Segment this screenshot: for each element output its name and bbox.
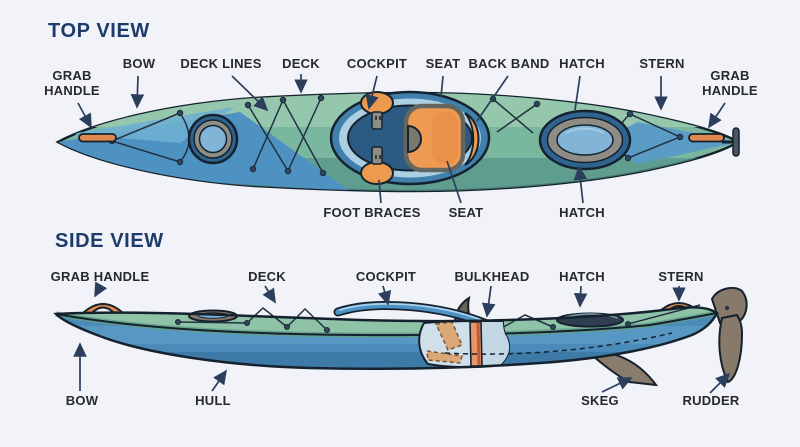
bulkhead bbox=[469, 321, 483, 367]
seat-front-pad bbox=[407, 124, 422, 154]
stern-rudder-pivot bbox=[722, 127, 740, 157]
rear-hatch-top bbox=[538, 109, 632, 171]
kayak-top-view bbox=[55, 90, 741, 193]
arrow-hatch-bottom bbox=[573, 165, 588, 204]
leader-foot-braces bbox=[378, 179, 382, 204]
label-side-hull: HULL bbox=[195, 393, 231, 408]
label-top-seat: SEAT bbox=[425, 56, 461, 71]
seat-side-dashed bbox=[426, 321, 464, 364]
stern-grab-handle-top bbox=[688, 133, 725, 143]
arrow-cockpit-top bbox=[365, 75, 379, 110]
label-side-skeg: SKEG bbox=[581, 393, 619, 408]
side-hull-outline bbox=[53, 306, 719, 371]
bow-grab-handle-top bbox=[78, 133, 117, 143]
top-view-title: TOP VIEW bbox=[48, 20, 150, 42]
arrow-hull bbox=[211, 369, 227, 392]
label-top-bow: BOW bbox=[122, 56, 156, 71]
back-band bbox=[464, 112, 480, 166]
leader-arrows bbox=[73, 74, 731, 394]
label-side-hatch: HATCH bbox=[559, 269, 605, 284]
label-side-bulkhead: BULKHEAD bbox=[454, 269, 530, 284]
side-view-title: SIDE VIEW bbox=[55, 230, 164, 252]
hull-waterline-dashed bbox=[444, 332, 673, 355]
arrow-deck-side bbox=[262, 285, 276, 304]
label-side-deck: DECK bbox=[248, 269, 286, 284]
seat-top bbox=[403, 103, 466, 173]
leader-seat-bottom bbox=[446, 160, 462, 204]
arrow-grab-handle-right-top bbox=[708, 102, 726, 129]
arrow-hatch-side bbox=[573, 285, 588, 308]
label-top-hatch-bottom: HATCH bbox=[559, 205, 605, 220]
kayak-side-view bbox=[53, 286, 748, 387]
cockpit-coaming-side bbox=[333, 301, 492, 329]
label-top-grab-handle-right: GRAB HANDLE bbox=[702, 68, 758, 98]
side-deck-fittings bbox=[175, 319, 631, 333]
arrow-grab-handle-side bbox=[94, 281, 108, 298]
label-top-deck-lines: DECK LINES bbox=[180, 56, 262, 71]
leader-back-band bbox=[476, 75, 509, 122]
arrow-bulkhead bbox=[481, 285, 496, 318]
hull-cutaway bbox=[418, 319, 511, 369]
label-side-cockpit: COCKPIT bbox=[355, 269, 417, 284]
label-top-hatch: HATCH bbox=[559, 56, 605, 71]
label-side-rudder: RUDDER bbox=[682, 393, 740, 408]
label-top-back-band: BACK BAND bbox=[468, 56, 550, 71]
arrow-skeg bbox=[601, 377, 633, 393]
label-side-bow: BOW bbox=[65, 393, 99, 408]
leader-seat-top bbox=[440, 75, 444, 98]
rudder bbox=[710, 286, 748, 384]
cockpit-top bbox=[329, 90, 491, 186]
label-top-seat-bottom: SEAT bbox=[448, 205, 484, 220]
arrow-grab-handle-left-top bbox=[77, 102, 92, 129]
label-side-grab-handle: GRAB HANDLE bbox=[50, 269, 150, 284]
label-side-stern: STERN bbox=[658, 269, 704, 284]
label-top-foot-braces: FOOT BRACES bbox=[323, 205, 421, 220]
arrow-cockpit-side bbox=[378, 285, 392, 306]
arrow-deck-lines bbox=[231, 75, 269, 112]
arrow-rudder bbox=[709, 372, 731, 394]
label-top-stern: STERN bbox=[639, 56, 685, 71]
label-top-cockpit: COCKPIT bbox=[346, 56, 408, 71]
leader-hatch-top bbox=[574, 75, 581, 111]
label-top-deck: DECK bbox=[282, 56, 320, 71]
front-hatch-top bbox=[187, 113, 239, 165]
label-top-grab-handle-left: GRAB HANDLE bbox=[44, 68, 100, 98]
arrow-bow-top bbox=[130, 75, 145, 109]
